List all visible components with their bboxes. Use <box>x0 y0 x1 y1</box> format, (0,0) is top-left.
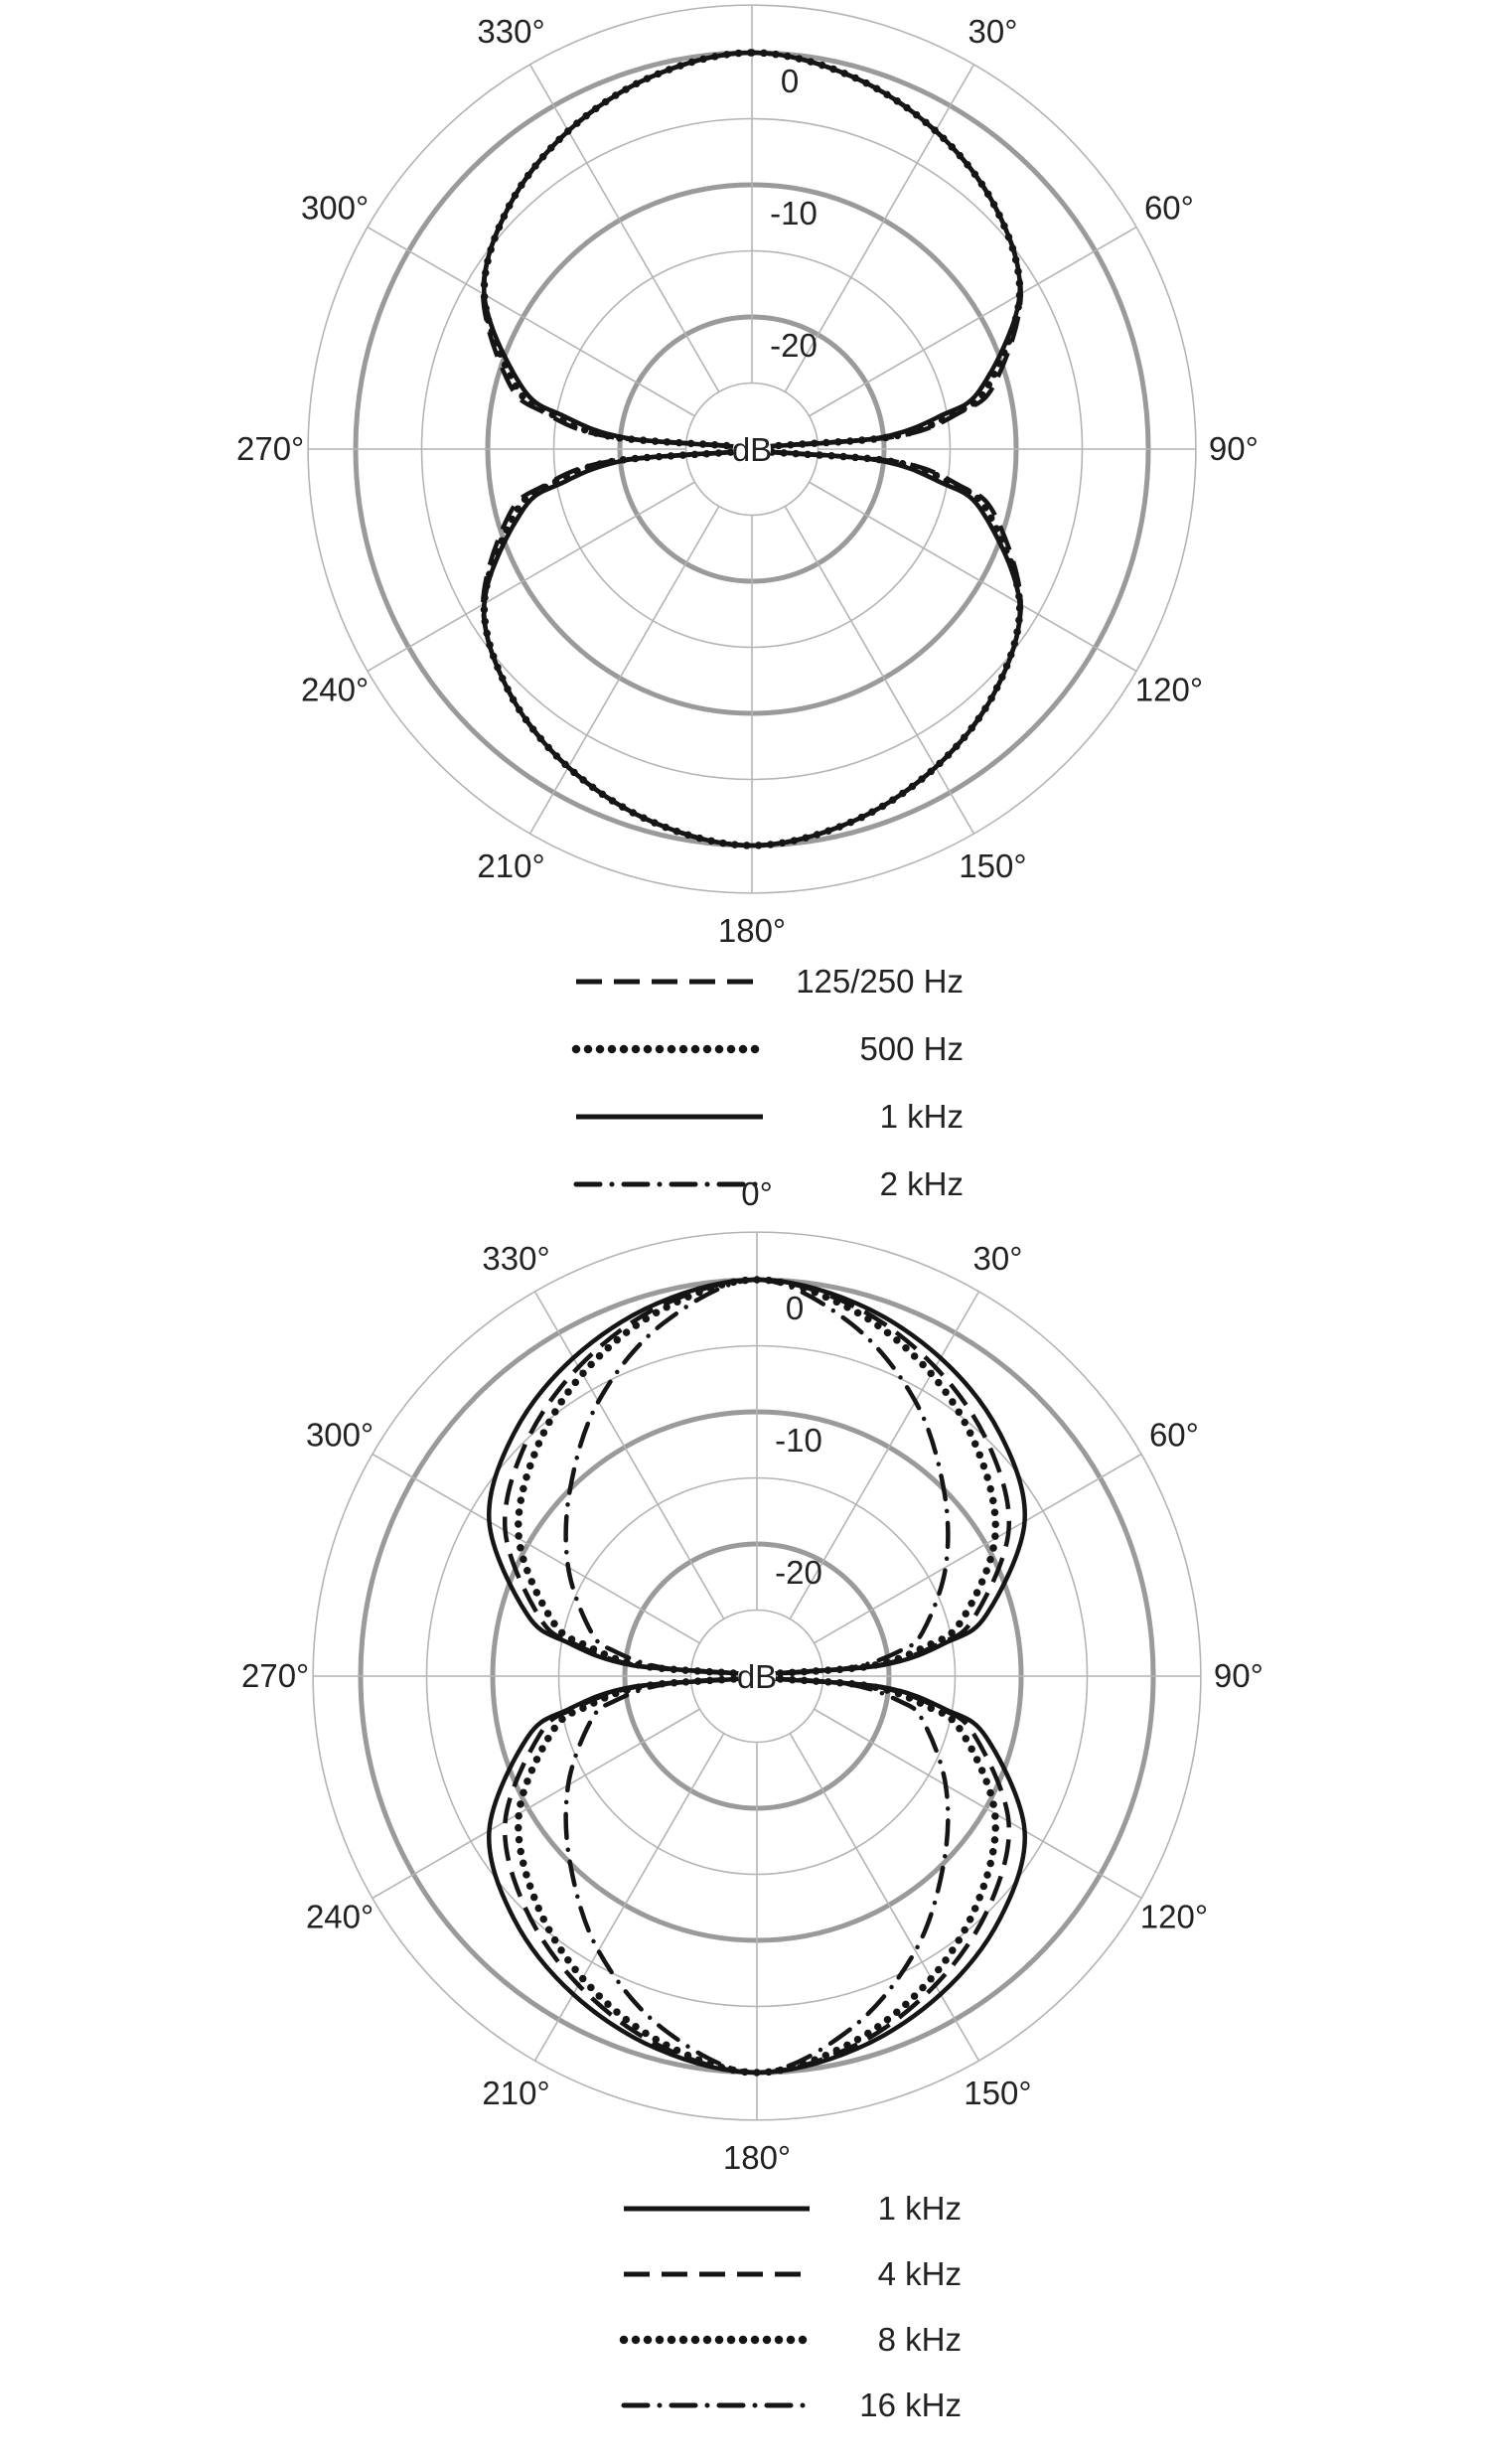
polar-grid <box>307 4 1197 894</box>
angle-label-240: 240° <box>301 671 369 707</box>
angle-label-300: 300° <box>306 1417 373 1454</box>
radial-unit-label: dB <box>732 431 772 468</box>
grid-spoke-30 <box>784 64 975 392</box>
series-curve-4-khz <box>502 1277 1012 2076</box>
legend-top: 125/250 Hz 500 Hz 1 kHz 2 kHz <box>571 963 964 1202</box>
series-curves <box>480 49 1024 849</box>
legend-label-16-khz: 16 kHz <box>859 2387 962 2423</box>
radial-tick-label-0: 0 <box>781 63 799 99</box>
grid-spoke-30 <box>789 1291 980 1619</box>
grid-spoke-60 <box>814 1453 1142 1644</box>
series-curves <box>487 1276 1027 2077</box>
polar-chart-top: 0°30°60°90°120°150°180°210°240°270°300°3… <box>236 4 1259 949</box>
grid-spoke-210 <box>528 506 720 835</box>
radial-tick-label-2: -20 <box>775 1554 822 1591</box>
angle-label-90: 90° <box>1214 1657 1264 1694</box>
grid-spoke-330 <box>533 1291 725 1619</box>
legend-label-8-khz: 8 kHz <box>878 2321 962 2358</box>
polar-chart-bottom: 0° 30° 60° 90° 120° 150° 180° 210° 240° 270° 300° 3… <box>241 1175 1264 2176</box>
grid-spoke-150 <box>789 1733 980 2062</box>
angle-label-210: 210° <box>482 2075 549 2111</box>
legend-label-2-khz: 2 kHz <box>880 1165 964 1202</box>
angle-label-120: 120° <box>1135 671 1203 707</box>
legend-label-1-khz: 1 kHz <box>878 2190 962 2227</box>
angle-label-30: 30° <box>972 1240 1022 1277</box>
grid-spoke-60 <box>809 226 1137 417</box>
angle-label-0: 0° <box>741 1175 773 1212</box>
angle-label-240: 240° <box>306 1898 373 1934</box>
grid-spoke-240 <box>372 1708 700 1900</box>
grid-spoke-120 <box>809 481 1137 673</box>
legend-label-1-khz: 1 kHz <box>880 1098 964 1135</box>
radial-tick-label-1: -10 <box>770 195 818 231</box>
radial-tick-label-0: 0 <box>786 1290 804 1326</box>
series-curve-16-khz <box>563 1277 951 2076</box>
angle-label-60: 60° <box>1149 1417 1199 1454</box>
angle-label-180: 180° <box>718 912 786 949</box>
angle-label-270: 270° <box>236 430 304 467</box>
grid-spoke-300 <box>367 226 695 417</box>
center-label-backdrop <box>733 430 771 468</box>
angle-label-60: 60° <box>1144 190 1194 227</box>
angle-label-90: 90° <box>1209 430 1259 467</box>
radial-tick-label-1: -10 <box>775 1422 822 1459</box>
angle-label-150: 150° <box>964 2075 1031 2111</box>
grid-spoke-210 <box>533 1733 725 2062</box>
series-curve-500-hz <box>480 49 1024 849</box>
grid-spoke-150 <box>784 506 975 835</box>
angle-label-270: 270° <box>241 1657 309 1694</box>
angle-label-150: 150° <box>959 847 1026 884</box>
angle-label-210: 210° <box>477 847 544 884</box>
angle-label-30: 30° <box>968 13 1017 50</box>
angle-label-330: 330° <box>477 13 544 50</box>
angle-label-120: 120° <box>1140 1898 1208 1934</box>
legend-label-500-hz: 500 Hz <box>859 1030 964 1067</box>
radial-tick-label-2: -20 <box>770 327 818 364</box>
grid-spoke-120 <box>814 1708 1142 1900</box>
legend-label-125-250-hz: 125/250 Hz <box>796 963 964 1000</box>
series-curve-2-khz <box>482 50 1022 848</box>
grid-spoke-300 <box>372 1453 700 1644</box>
grid-spoke-240 <box>367 481 695 673</box>
center-label-backdrop <box>738 1657 776 1695</box>
grid-spoke-330 <box>528 64 720 392</box>
angle-label-300: 300° <box>301 190 369 227</box>
radial-unit-label: dB <box>737 1658 777 1695</box>
legend-label-4-khz: 4 kHz <box>878 2255 962 2292</box>
legend-bottom: 1 kHz 4 kHz 8 kHz 16 kHz <box>619 2190 962 2423</box>
angle-label-180: 180° <box>723 2139 791 2176</box>
angle-label-330: 330° <box>482 1240 549 1277</box>
